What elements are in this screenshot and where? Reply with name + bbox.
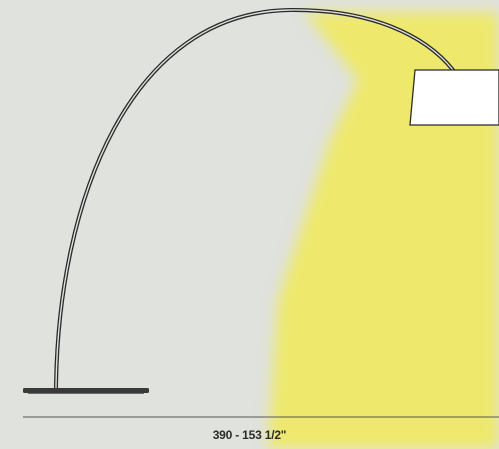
lamp-arc-stem-highlight [55,9,454,389]
lamp-base [23,388,149,393]
dimension-label: 390 - 153 1/2" [212,428,287,442]
lamp-shade [409,69,499,126]
